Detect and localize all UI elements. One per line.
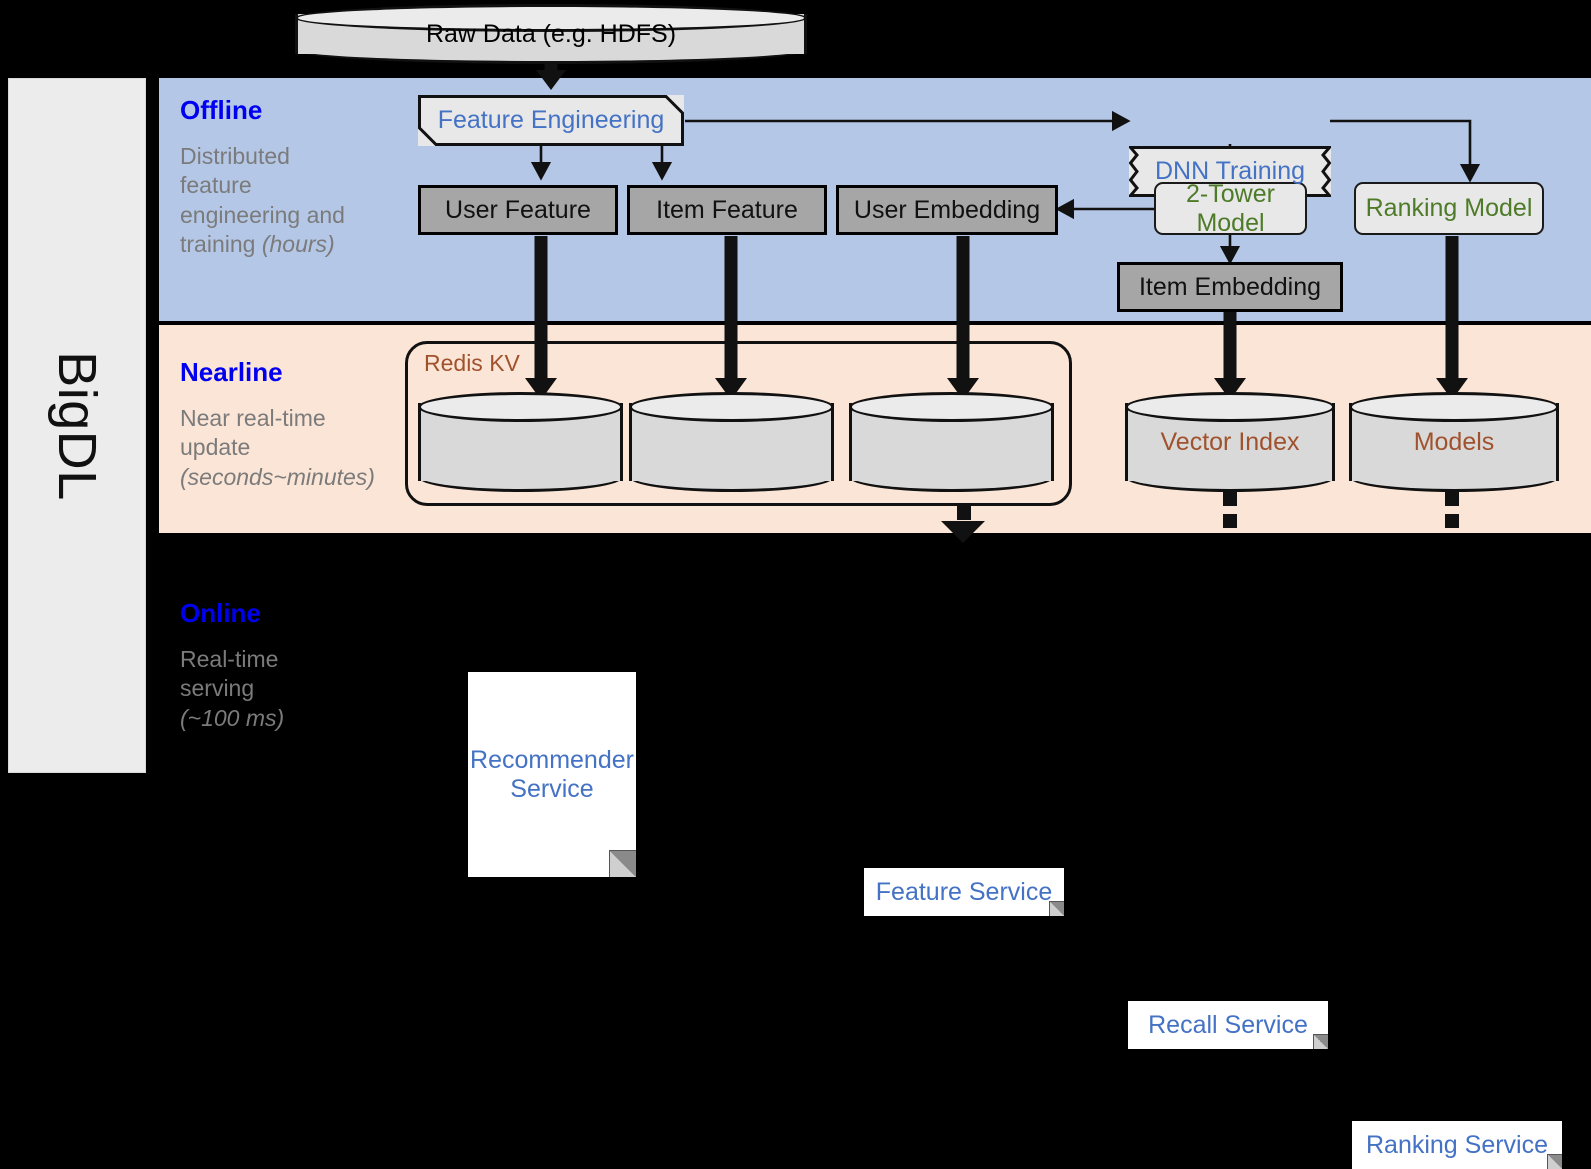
offline-sub-1: Distributed [180,143,290,169]
online-panel [159,537,1591,789]
online-sub-2: serving [180,675,255,702]
feature-service-label: Feature Service [875,877,1053,906]
vector-index-label: Vector Index [1160,427,1300,456]
two-tower-model-label: 2-Tower Model [1186,179,1275,237]
ranking-model-label: Ranking Model [1365,194,1533,222]
recall-service-label: Recall Service [1148,1010,1308,1039]
bigdl-rail: BigDL [8,78,146,773]
raw-data-cylinder[interactable]: Raw Data (e.g. HDFS) [295,4,807,64]
item-feature-label: Item Feature [656,195,798,224]
recommender-service-label: Recommender Service [468,672,636,877]
item-embedding-label: Item Embedding [1138,272,1322,301]
nearline-sub-em: (seconds~minutes) [180,463,375,490]
offline-sub-2: feature [180,172,252,199]
recall-service-node[interactable]: Recall Service [1128,1001,1328,1049]
page-fold-icon [1049,901,1064,916]
offline-section-label: Offline Distributed feature engineering … [180,95,345,260]
recommender-service-line1: Recommender [470,745,634,774]
nearline-title: Nearline [180,357,283,387]
nearline-sub-1: Near real-time [180,405,326,431]
page-fold-icon [609,850,636,877]
bigdl-label: BigDL [47,350,107,501]
raw-data-label: Raw Data (e.g. HDFS) [425,19,677,48]
online-sub-1: Real-time [180,646,279,672]
page-fold-icon [1547,1154,1562,1169]
online-title: Online [180,598,261,628]
redis-cylinder-3[interactable] [849,392,1054,492]
ranking-service-label: Ranking Service [1365,1130,1549,1159]
user-embedding-label: User Embedding [853,195,1041,224]
redis-kv-label: Redis KV [424,350,520,376]
user-feature-label: User Feature [445,195,591,224]
vector-index-cylinder[interactable]: Vector Index [1125,392,1335,492]
user-embedding-node[interactable]: User Embedding [836,185,1058,235]
dnn-training-label: DNN Training [1154,157,1306,185]
diagram-canvas: BigDL [8,4,1591,1169]
redis-cylinder-2[interactable] [629,392,834,492]
user-feature-node[interactable]: User Feature [418,185,618,235]
offline-sub-4: training [180,231,262,258]
recommender-service-node[interactable]: Recommender Service [468,672,636,877]
item-feature-node[interactable]: Item Feature [627,185,827,235]
ranking-service-node[interactable]: Ranking Service [1352,1121,1562,1169]
nearline-sub-2: update [180,434,251,461]
feature-service-node[interactable]: Feature Service [864,868,1064,916]
redis-cylinder-1[interactable] [418,392,623,492]
online-section-label: Online Real-time serving (~100 ms) [180,598,284,733]
nearline-section-label: Nearline Near real-time update (seconds~… [180,357,375,492]
two-tower-model-node[interactable]: 2-Tower Model [1154,179,1307,237]
page-fold-icon [1313,1034,1328,1049]
feature-engineering-label: Feature Engineering [437,106,665,134]
models-cylinder[interactable]: Models [1349,392,1559,492]
offline-sub-em: (hours) [261,231,335,258]
ranking-model-node[interactable]: Ranking Model [1354,182,1544,235]
online-sub-em: (~100 ms) [180,704,285,731]
item-embedding-node[interactable]: Item Embedding [1117,262,1343,312]
redis-kv-container [405,341,1072,506]
models-label: Models [1413,427,1495,456]
offline-sub-3: engineering and [180,201,345,228]
feature-engineering-node[interactable]: Feature Engineering [418,95,684,146]
offline-title: Offline [180,95,263,125]
